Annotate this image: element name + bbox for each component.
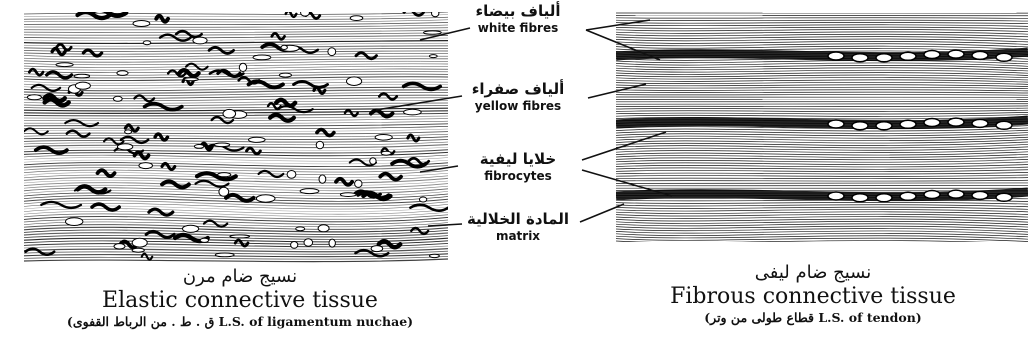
label-matrix-ar: المادة الخلالية	[448, 210, 588, 228]
leader-fibrocytes-right-b	[582, 170, 672, 196]
caption-elastic-sub: (ق . ط . من الرباط القفوى L.S. of ligame…	[30, 314, 450, 330]
caption-fibrous: نسيج ضام ليفى Fibrous connective tissue …	[600, 262, 1026, 326]
label-white-fibres-en: white fibres	[448, 20, 588, 36]
label-white-fibres: ألياف بيضاء white fibres	[448, 2, 588, 36]
label-yellow-fibres: ألياف صفراء yellow fibres	[448, 80, 588, 114]
label-matrix: المادة الخلالية matrix	[448, 210, 588, 244]
caption-elastic-en: Elastic connective tissue	[30, 288, 450, 314]
caption-fibrous-sub: (قطاع طولى من وتر L.S. of tendon)	[600, 310, 1026, 326]
leader-white-right-b	[586, 20, 650, 30]
label-fibrocytes-en: fibrocytes	[448, 168, 588, 184]
caption-elastic-ar: نسيج ضام مرن	[30, 266, 450, 288]
caption-fibrous-en: Fibrous connective tissue	[600, 284, 1026, 310]
caption-elastic: نسيج ضام مرن Elastic connective tissue (…	[30, 266, 450, 330]
label-yellow-fibres-en: yellow fibres	[448, 98, 588, 114]
label-white-fibres-ar: ألياف بيضاء	[448, 2, 588, 20]
leader-white-right-a	[586, 30, 660, 60]
label-fibrocytes: خلايا ليفية fibrocytes	[448, 150, 588, 184]
label-fibrocytes-ar: خلايا ليفية	[448, 150, 588, 168]
caption-fibrous-ar: نسيج ضام ليفى	[600, 262, 1026, 284]
label-yellow-fibres-ar: ألياف صفراء	[448, 80, 588, 98]
leader-yellow-right	[588, 84, 646, 98]
leader-fibrocytes-right-a	[582, 132, 666, 160]
label-matrix-en: matrix	[448, 228, 588, 244]
